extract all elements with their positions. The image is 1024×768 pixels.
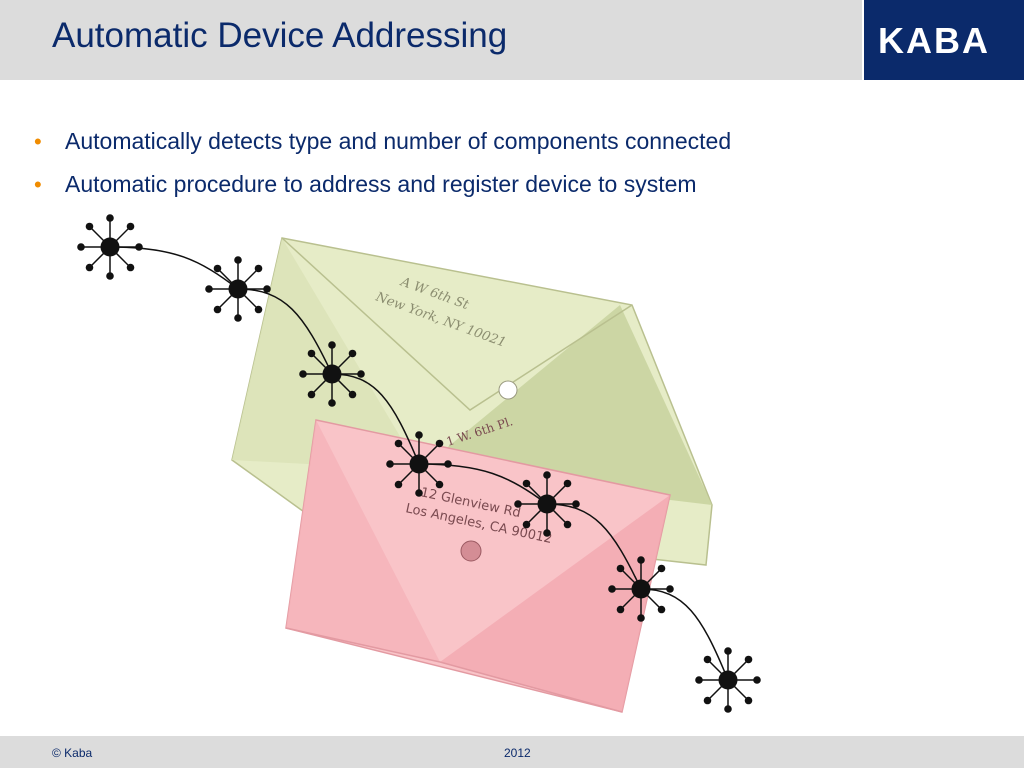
footer-copyright: © Kaba <box>52 746 93 760</box>
logo-box: KABA <box>864 0 1024 80</box>
bullet-text: Automatically detects type and number of… <box>65 128 732 154</box>
bullet-item: • Automatic procedure to address and regi… <box>34 171 731 198</box>
kaba-logo-icon: KABA <box>878 24 990 56</box>
bullet-text: Automatic procedure to address and regis… <box>65 171 697 197</box>
network-node-icon <box>299 341 365 407</box>
bullet-list: • Automatically detects type and number o… <box>34 128 731 214</box>
envelopes-network-graphic: A W 6th St New York, NY 10021 1 W. 6th P… <box>77 214 761 713</box>
bullet-item: • Automatically detects type and number o… <box>34 128 731 155</box>
seal-icon <box>460 540 482 562</box>
header-band <box>0 0 862 80</box>
network-node-icon <box>77 214 143 280</box>
network-node-icon <box>514 471 580 537</box>
slide-title: Automatic Device Addressing <box>52 16 508 55</box>
network-node-icon <box>386 431 452 497</box>
stamp-icon <box>498 380 518 400</box>
network-node-icon <box>608 556 674 622</box>
footer-band: © Kaba 2012 <box>0 736 1024 768</box>
device-network-icon <box>77 214 761 713</box>
footer-year: 2012 <box>504 746 531 760</box>
envelope-front: 1 W. 6th Pl. 12 Glenview Rd Los Angeles,… <box>285 414 671 713</box>
network-node-icon <box>205 256 271 322</box>
bullet-dot-icon: • <box>34 129 42 154</box>
logo-text: KABA <box>878 24 990 56</box>
bullet-dot-icon: • <box>34 172 42 197</box>
network-node-icon <box>695 647 761 713</box>
